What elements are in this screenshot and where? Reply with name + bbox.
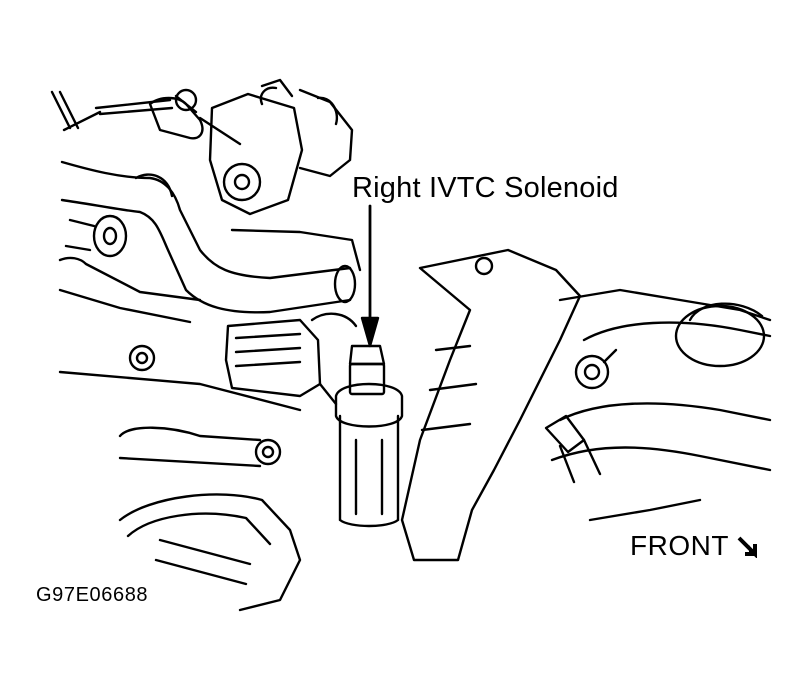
wiring-harness <box>50 88 242 146</box>
callout-label: Right IVTC Solenoid <box>352 172 619 204</box>
cam-cover <box>400 248 772 562</box>
sensor-bracket <box>208 78 362 272</box>
orientation-indicator: FRONT <box>630 530 759 562</box>
cover-bolt <box>574 348 618 390</box>
harness-connector <box>224 312 358 406</box>
ivtc-solenoid <box>334 344 404 528</box>
figure-code: G97E06688 <box>36 584 149 606</box>
front-label: FRONT <box>630 530 729 561</box>
oil-filter <box>118 493 302 612</box>
left-pipes <box>58 214 302 468</box>
callout-pointer <box>360 204 380 348</box>
hose-clamp <box>544 302 772 522</box>
coolant-hose <box>60 160 357 314</box>
front-arrow-icon <box>736 536 757 558</box>
